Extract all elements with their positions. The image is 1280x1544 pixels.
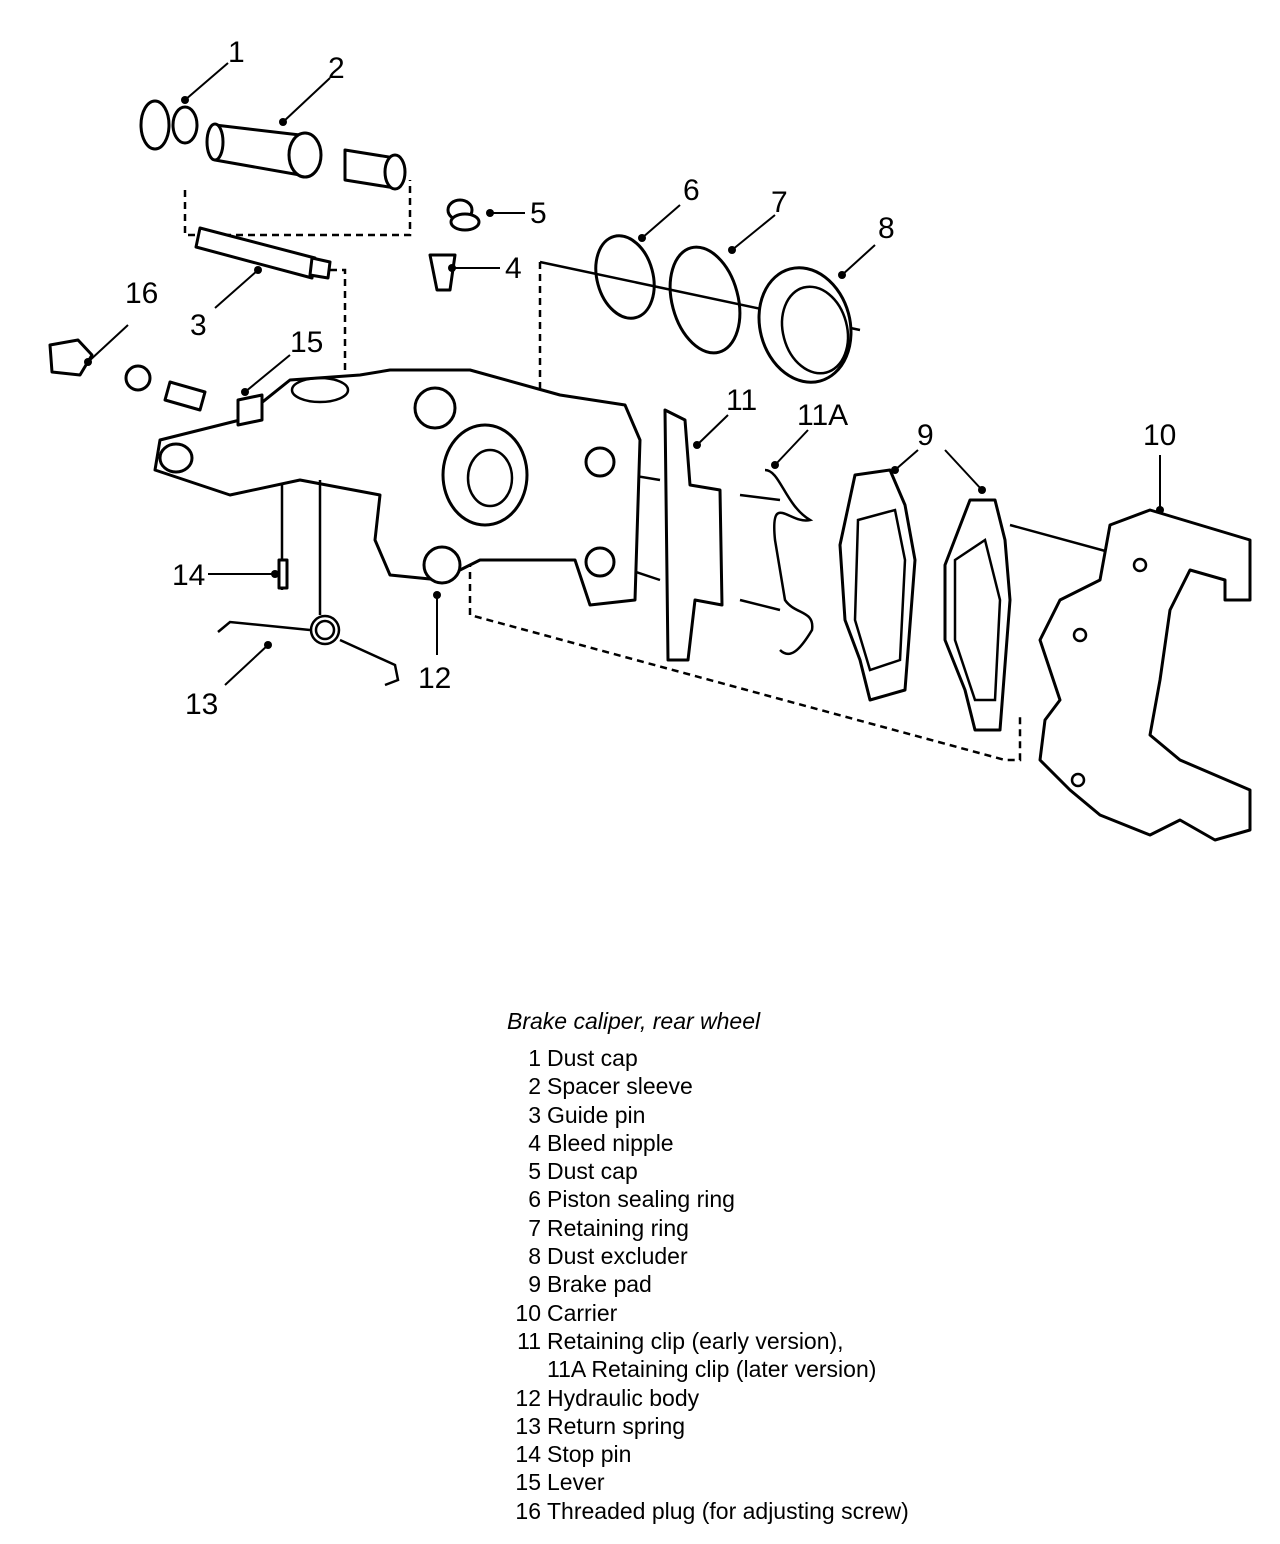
- callout-15: 15: [290, 326, 323, 359]
- brake-pad-part: [838, 468, 1012, 732]
- callout-11a: 11A: [797, 399, 848, 432]
- leader-lines: [87, 62, 1161, 686]
- leader-dots: [84, 96, 1164, 649]
- callout-8: 8: [878, 212, 895, 245]
- bleed-nipple-part: [428, 198, 481, 292]
- threaded-plug-part: [48, 338, 207, 412]
- retaining-clip-11a-part: [764, 468, 814, 656]
- dust-cap-part: [139, 99, 199, 151]
- callout-13: 13: [185, 688, 218, 721]
- callout-labels: 1 2 3 4 5 6 7 8 9 9 10 11 11A 12 13 14 1…: [125, 36, 1176, 721]
- callout-1: 1: [228, 36, 245, 69]
- callout-10: 10: [1143, 419, 1176, 452]
- return-spring-part: [217, 480, 400, 687]
- callout-9a: 9: [917, 419, 934, 452]
- exploded-diagram: 1 2 3 4 5 6 7 8 9 9 10 11 11A 12 13 14 1…: [48, 36, 1252, 842]
- legend-item: 11A Retaining clip (later version): [547, 1356, 877, 1383]
- callout-12: 12: [418, 662, 451, 695]
- callout-2: 2: [328, 52, 345, 85]
- stop-pin-part: [277, 485, 289, 590]
- callout-16: 16: [125, 277, 158, 310]
- guide-pin-part: [194, 226, 332, 280]
- callout-6: 6: [683, 174, 700, 207]
- callout-5: 5: [530, 197, 547, 230]
- callout-14: 14: [172, 559, 205, 592]
- carrier-part: [1038, 508, 1252, 842]
- callout-3: 3: [190, 309, 207, 342]
- retaining-clip-part: [663, 408, 724, 662]
- spacer-sleeve-part: [205, 122, 407, 191]
- callout-7: 7: [771, 186, 788, 219]
- caliper-body-part: [153, 368, 642, 607]
- figure-caption: Brake caliper, rear wheel: [507, 1008, 761, 1034]
- callout-11: 11: [726, 384, 757, 417]
- seal-rings-part: [594, 234, 853, 384]
- callout-4: 4: [505, 252, 522, 285]
